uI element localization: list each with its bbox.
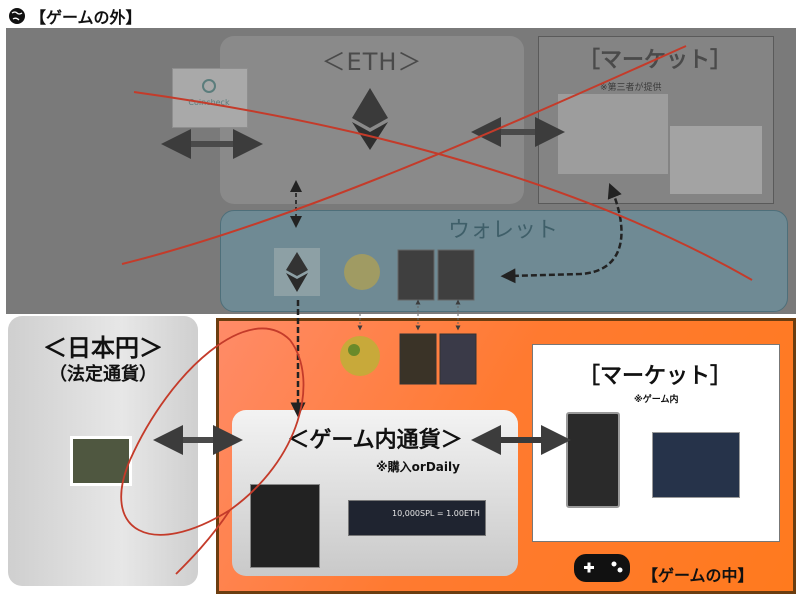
red-cross-mark xyxy=(121,45,753,281)
spl-rate-banner xyxy=(348,500,486,536)
ingame-card-1 xyxy=(399,333,437,385)
yen-subtitle: （法定通貨） xyxy=(49,364,157,385)
outside-market-note: ※第三者が提供 xyxy=(600,83,662,93)
gamepad-icon xyxy=(574,554,630,582)
yen-title: ＜日本円＞ xyxy=(43,334,163,362)
spl-rate-text: 10,000SPL = 1.00ETH xyxy=(392,509,480,518)
wallet-ethereum-icon xyxy=(286,252,308,292)
globe-icon xyxy=(9,8,25,24)
ingame-currency-note: ※購入orDaily xyxy=(376,460,460,474)
red-loop-mark xyxy=(120,327,305,575)
ingame-currency-title: ＜ゲーム内通貨＞ xyxy=(287,428,463,453)
outside-title-text: 【ゲームの外】 xyxy=(30,8,142,27)
wallet-character-icon xyxy=(344,254,380,290)
outside-market-screenshot-2 xyxy=(670,126,762,194)
wallet-market-arrow xyxy=(500,183,623,284)
ingame-card-2 xyxy=(439,333,477,385)
outside-title: 【ゲームの外】 xyxy=(8,4,142,28)
coincheck-mark-icon xyxy=(202,79,216,93)
ingame-character-icon xyxy=(340,336,380,376)
ingame-title: 【ゲームの中】 xyxy=(642,566,754,585)
currency-list-screenshot xyxy=(250,484,320,568)
tablet-screenshot xyxy=(652,432,740,498)
wallet-card-2 xyxy=(437,249,475,301)
ethereum-icon xyxy=(352,88,388,150)
ingame-market-title: ［マーケット］ xyxy=(577,364,732,389)
wallet-card-1 xyxy=(397,249,435,301)
eth-title: ＜ETH＞ xyxy=(321,48,423,76)
phone-screenshot xyxy=(566,412,620,508)
ingame-market-note: ※ゲーム内 xyxy=(634,395,679,405)
outside-market-screenshot-1 xyxy=(558,94,668,174)
